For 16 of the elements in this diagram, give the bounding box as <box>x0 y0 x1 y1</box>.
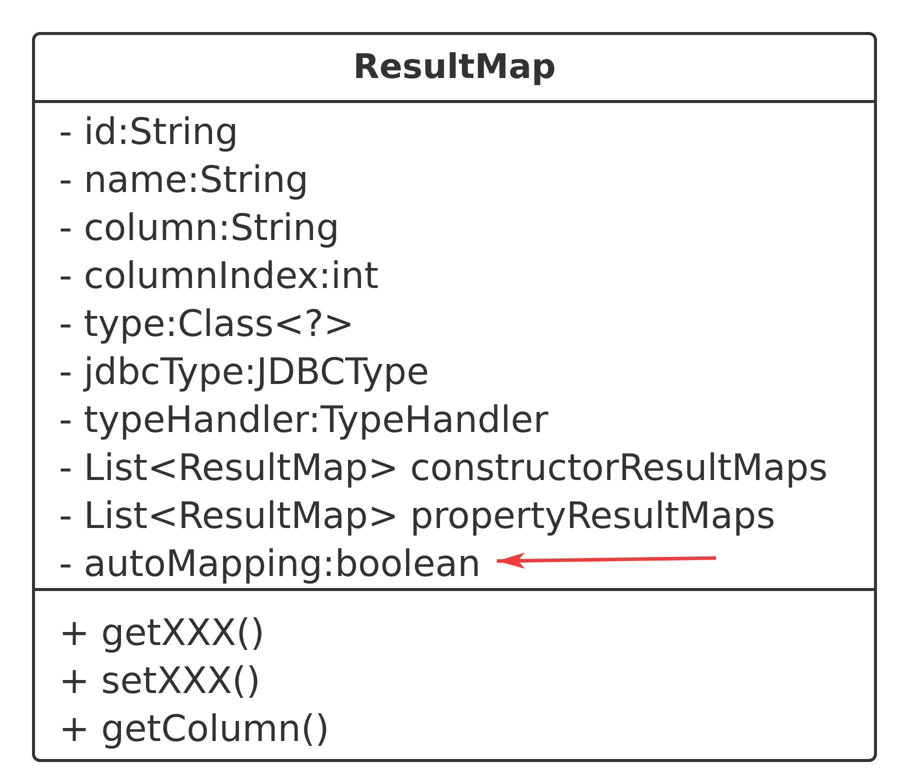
method-text: + getColumn() <box>59 706 330 752</box>
attribute-text: - column:String <box>59 205 340 251</box>
attribute-text: - type:Class<?> <box>59 301 354 347</box>
attribute-text: - jdbcType:JDBCType <box>59 349 430 395</box>
attribute-text: - List<ResultMap> constructorResultMaps <box>59 445 828 491</box>
attribute-text: - name:String <box>59 157 309 203</box>
attribute-text: - columnIndex:int <box>59 253 378 299</box>
attribute-text: - id:String <box>59 109 238 155</box>
method-text: + getXXX() <box>59 610 265 656</box>
attribute-text: - autoMapping:boolean <box>59 540 497 588</box>
class-name: ResultMap <box>352 46 557 89</box>
attribute-text: - typeHandler:TypeHandler <box>59 397 548 443</box>
attribute-text: - List<ResultMap> propertyResultMaps <box>59 493 776 539</box>
arrow <box>496 552 716 569</box>
method-text: + setXXX() <box>59 658 260 704</box>
uml-class-box <box>32 32 877 762</box>
